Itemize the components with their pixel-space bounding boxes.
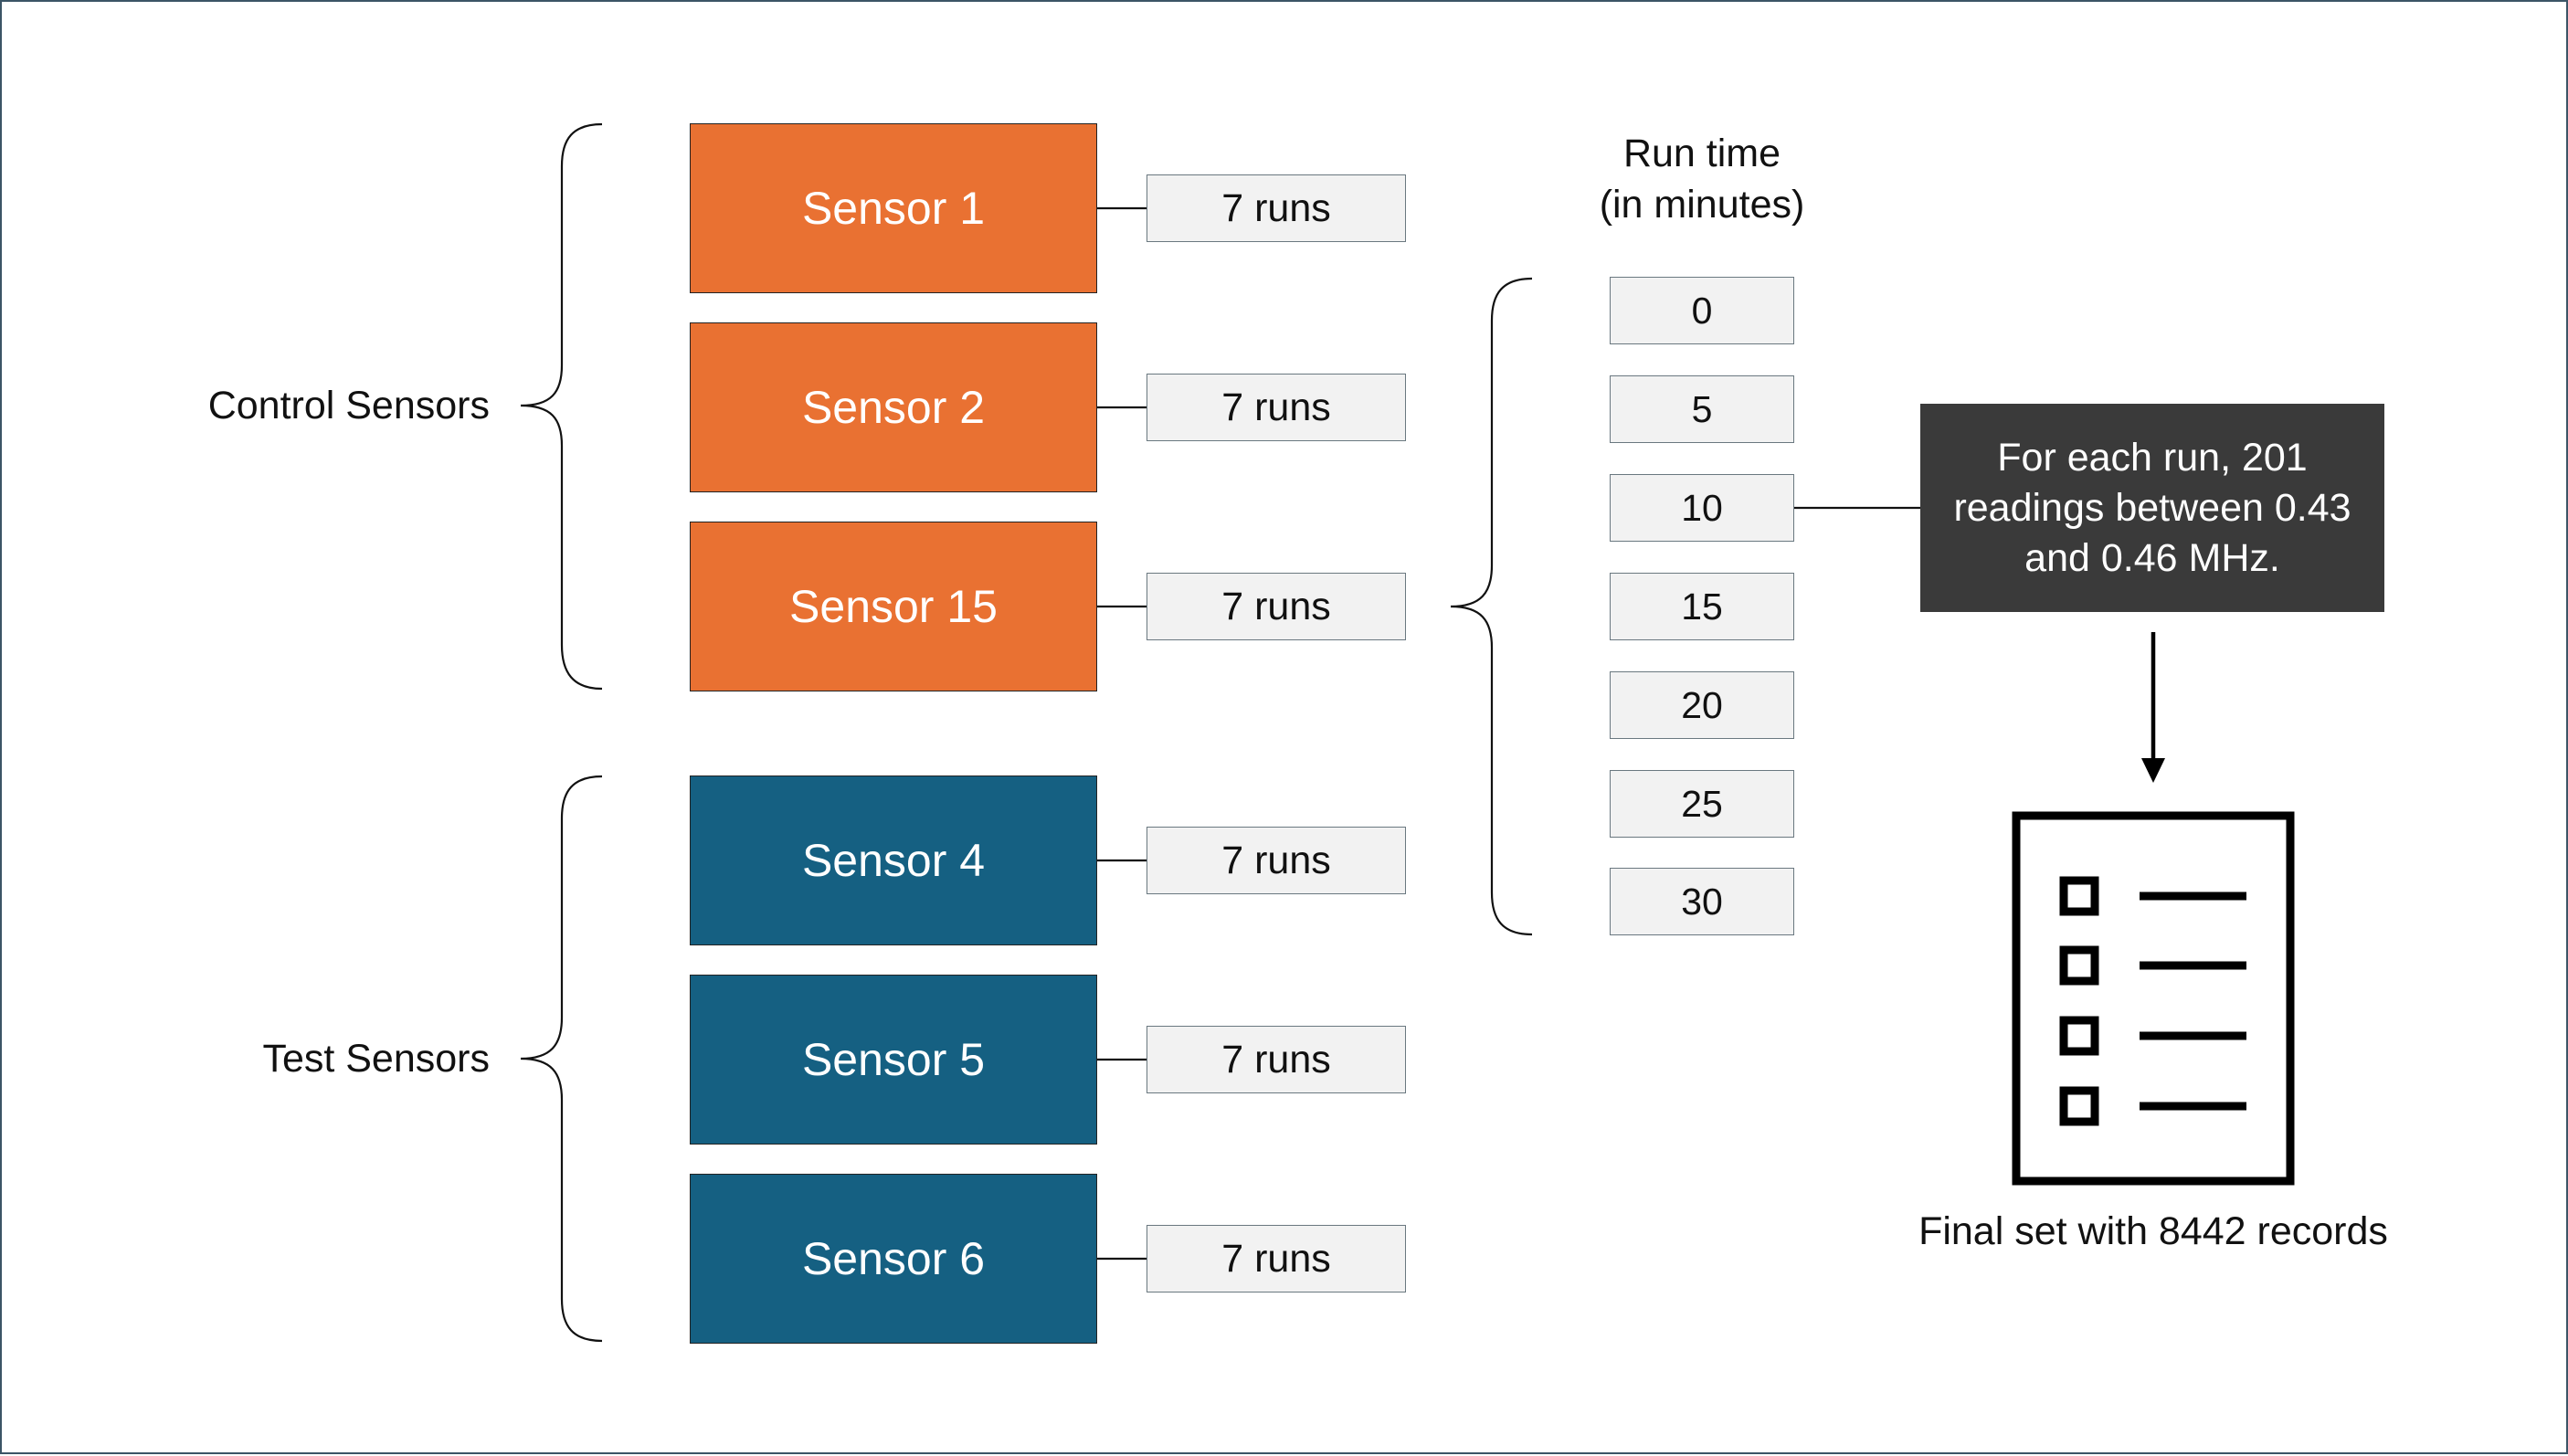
sensor-2-box: Sensor 2 bbox=[690, 322, 1097, 492]
sensor-6-box: Sensor 6 bbox=[690, 1174, 1097, 1344]
control-sensors-brace bbox=[520, 122, 603, 691]
time-box: 25 bbox=[1610, 770, 1794, 838]
sensor-4-box: Sensor 4 bbox=[690, 775, 1097, 945]
run-time-title-line-1: Run time bbox=[1622, 132, 1781, 175]
final-set-label: Final set with 8442 records bbox=[1918, 1209, 2388, 1253]
time-box: 15 bbox=[1610, 573, 1794, 640]
time-box: 20 bbox=[1610, 671, 1794, 739]
checklist-document-icon bbox=[2012, 811, 2295, 1186]
time-box: 10 bbox=[1610, 474, 1794, 542]
sensor-5-box: Sensor 5 bbox=[690, 975, 1097, 1145]
arrow-head-icon bbox=[2141, 758, 2165, 783]
time-box: 5 bbox=[1610, 375, 1794, 443]
run-time-title-line-2: (in minutes) bbox=[1599, 183, 1805, 227]
sensor-2-runs: 7 runs bbox=[1147, 374, 1406, 441]
control-sensors-label: Control Sensors bbox=[207, 384, 490, 427]
run-time-brace bbox=[1450, 277, 1533, 936]
sensor-6-runs: 7 runs bbox=[1147, 1225, 1406, 1292]
sensor-15-box: Sensor 15 bbox=[690, 522, 1097, 691]
sensor-5-runs: 7 runs bbox=[1147, 1026, 1406, 1093]
readings-description-text: For each run, 201 readings between 0.43 … bbox=[1953, 435, 2351, 580]
test-sensors-brace bbox=[520, 775, 603, 1343]
run-time-title: Run time (in minutes) bbox=[1564, 128, 1840, 230]
time-box: 30 bbox=[1610, 868, 1794, 935]
sensor-1-runs: 7 runs bbox=[1147, 174, 1406, 242]
sensor-1-box: Sensor 1 bbox=[690, 123, 1097, 293]
sensor-4-runs: 7 runs bbox=[1147, 827, 1406, 894]
test-sensors-label: Test Sensors bbox=[262, 1037, 490, 1081]
sensor-15-runs: 7 runs bbox=[1147, 573, 1406, 640]
time-box: 0 bbox=[1610, 277, 1794, 344]
readings-description-box: For each run, 201 readings between 0.43 … bbox=[1920, 404, 2384, 612]
